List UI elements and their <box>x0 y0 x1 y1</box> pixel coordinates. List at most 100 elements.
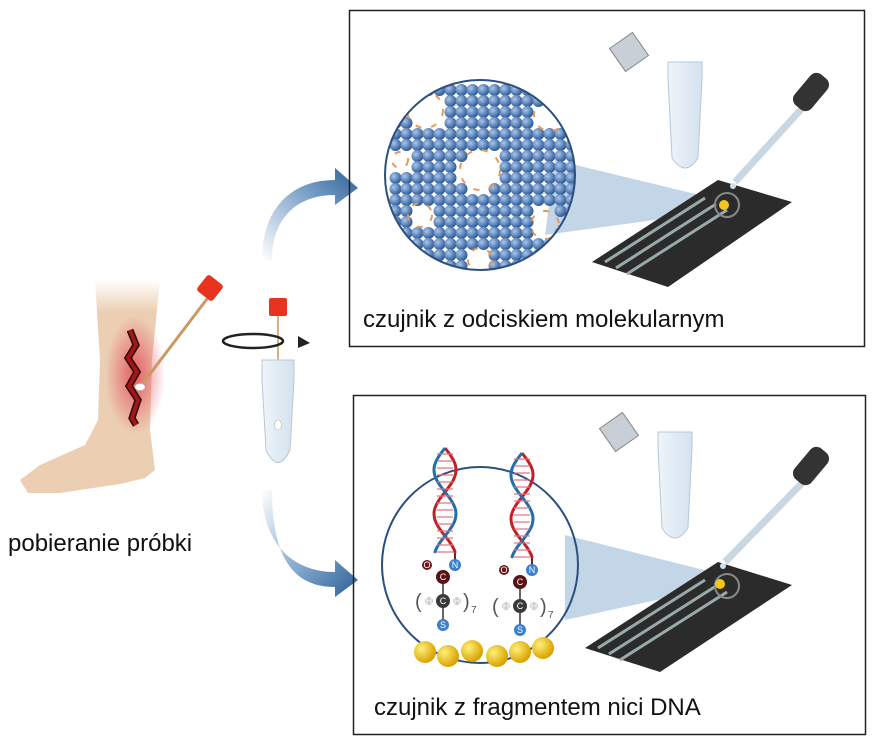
polymer-sphere <box>444 172 457 184</box>
polymer-sphere <box>565 95 575 107</box>
dna-sensor-label: czujnik z fragmentem nici DNA <box>374 694 701 721</box>
polymer-sphere <box>510 161 523 173</box>
polymer-sphere <box>422 128 435 140</box>
polymer-sphere <box>543 172 556 184</box>
polymer-sphere <box>510 216 523 228</box>
polymer-sphere <box>444 106 457 118</box>
polymer-sphere <box>444 238 457 250</box>
polymer-sphere <box>532 161 545 173</box>
hydrogen-atom-label: H <box>531 601 538 611</box>
polymer-sphere <box>400 139 413 151</box>
polymer-sphere <box>565 249 575 261</box>
polymer-sphere <box>444 194 457 206</box>
polymer-sphere <box>389 194 402 206</box>
polymer-sphere <box>510 205 523 217</box>
polymer-sphere <box>444 95 457 107</box>
polymer-sphere <box>389 172 402 184</box>
polymer-sphere <box>510 172 523 184</box>
polymer-sphere <box>565 106 575 118</box>
polymer-sphere <box>477 128 490 140</box>
polymer-sphere <box>433 161 446 173</box>
polymer-sphere <box>543 194 556 206</box>
polymer-sphere <box>565 238 575 250</box>
imprint-cavity <box>407 202 433 228</box>
polymer-sphere <box>521 227 534 239</box>
polymer-sphere <box>422 183 435 195</box>
polymer-sphere <box>433 150 446 162</box>
oxygen-atom-label: O <box>423 560 430 570</box>
polymer-sphere <box>543 161 556 173</box>
polymer-sphere <box>455 139 468 151</box>
polymer-sphere <box>466 84 479 96</box>
polymer-sphere <box>510 117 523 129</box>
polymer-sphere <box>433 183 446 195</box>
polymer-sphere <box>510 106 523 118</box>
polymer-sphere <box>543 260 556 270</box>
repeat-subscript: 7 <box>471 605 477 616</box>
polymer-sphere <box>554 172 567 184</box>
polymer-sphere <box>521 172 534 184</box>
rotation-icon <box>221 332 285 350</box>
hydrogen-atom-label: H <box>454 596 461 606</box>
polymer-sphere <box>565 117 575 129</box>
tube-cap <box>598 411 640 453</box>
sulfur-atom <box>437 619 449 631</box>
polymer-sphere <box>488 183 501 195</box>
polymer-sphere <box>521 260 534 270</box>
polymer-sphere <box>389 95 402 107</box>
mip-sensor-panel <box>348 9 866 348</box>
polymer-sphere <box>444 249 457 261</box>
polymer-sphere <box>411 194 424 206</box>
polymer-sphere <box>433 139 446 151</box>
polymer-sphere <box>532 139 545 151</box>
polymer-sphere <box>466 227 479 239</box>
polymer-sphere <box>477 117 490 129</box>
polymer-sphere <box>400 249 413 261</box>
polymer-sphere <box>433 194 446 206</box>
polymer-sphere <box>521 106 534 118</box>
polymer-sphere <box>455 227 468 239</box>
polymer-sphere <box>444 161 457 173</box>
imprint-cavity <box>467 247 493 270</box>
polymer-sphere <box>510 128 523 140</box>
polymer-sphere <box>422 238 435 250</box>
polymer-sphere <box>477 95 490 107</box>
polymer-sphere <box>477 106 490 118</box>
nitrogen-atom-label: N <box>452 560 459 570</box>
swab-cap <box>269 298 287 316</box>
polymer-sphere <box>499 205 512 217</box>
dna-sensor-panel <box>352 394 867 736</box>
polymer-sphere <box>510 139 523 151</box>
arrow-to-mip-sensor <box>262 168 358 260</box>
polymer-sphere <box>455 150 468 162</box>
polymer-sphere <box>521 128 534 140</box>
polymer-sphere <box>455 95 468 107</box>
polymer-sphere <box>400 216 413 228</box>
polymer-sphere <box>444 183 457 195</box>
polymer-sphere <box>499 84 512 96</box>
polymer-sphere <box>499 194 512 206</box>
polymer-sphere <box>521 117 534 129</box>
polymer-sphere <box>499 183 512 195</box>
polymer-sphere <box>433 128 446 140</box>
polymer-sphere <box>521 194 534 206</box>
polymer-sphere <box>411 128 424 140</box>
empty-tube <box>657 431 693 539</box>
polymer-sphere <box>510 227 523 239</box>
polymer-sphere <box>455 205 468 217</box>
polymer-sphere <box>532 260 545 270</box>
polymer-sphere <box>488 194 501 206</box>
gold-nanoparticle <box>461 640 483 662</box>
polymer-sphere <box>455 183 468 195</box>
polymer-sphere <box>543 128 556 140</box>
mip-sensor-label: czujnik z odciskiem molekularnym <box>363 306 724 333</box>
gold-nanoparticle <box>532 637 554 659</box>
imprint-cavity <box>391 151 409 169</box>
mip-magnified-circle <box>384 79 576 271</box>
polymer-sphere <box>389 260 402 270</box>
polymer-sphere <box>499 128 512 140</box>
polymer-sphere <box>499 95 512 107</box>
polymer-sphere <box>532 194 545 206</box>
